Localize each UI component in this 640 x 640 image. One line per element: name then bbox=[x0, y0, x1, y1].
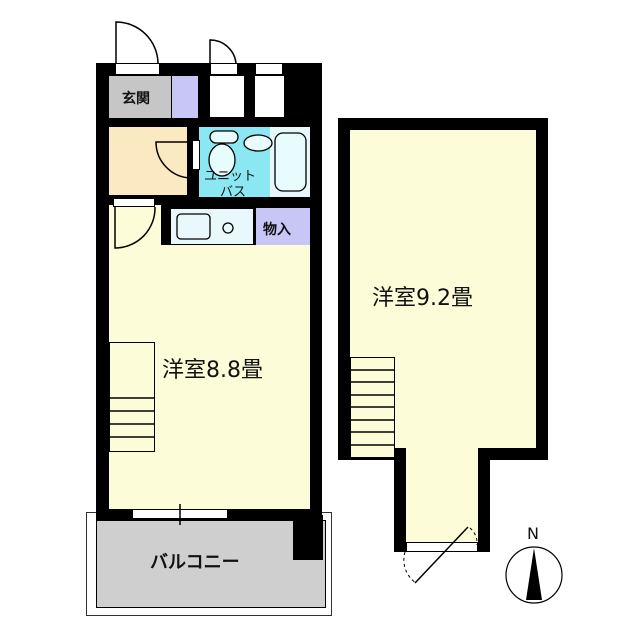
loft-window bbox=[406, 542, 478, 552]
loft-window-sash bbox=[414, 526, 469, 584]
hallway bbox=[109, 127, 187, 195]
storage bbox=[256, 208, 310, 245]
western-room-1-label: 洋室8.8畳 bbox=[162, 358, 263, 383]
bathtub-icon bbox=[274, 132, 307, 192]
bath-door-arc-icon bbox=[155, 141, 192, 179]
appliance-space-2 bbox=[255, 76, 284, 117]
hall-door-arc-icon bbox=[114, 206, 156, 249]
balcony bbox=[96, 520, 326, 608]
genkan-label: 玄関 bbox=[122, 91, 150, 107]
door-jamb-2 bbox=[210, 63, 238, 75]
north-compass-icon bbox=[505, 546, 563, 604]
unit-bath-label-line2: バス bbox=[220, 185, 247, 200]
ladder-rungs-2 bbox=[350, 369, 395, 446]
door-jamb-hall bbox=[113, 198, 155, 207]
ladder-rungs-1 bbox=[109, 397, 155, 438]
kitchen-sink-icon bbox=[176, 213, 211, 240]
unit-bath-label-line1: ユニット bbox=[204, 169, 257, 184]
stove-burner-icon bbox=[222, 222, 234, 234]
bath-door-jamb bbox=[192, 140, 200, 170]
shoe-box bbox=[172, 76, 198, 118]
storage-label: 物入 bbox=[263, 222, 291, 238]
toilet-tank-icon bbox=[209, 130, 239, 144]
western-room-2-label: 洋室9.2畳 bbox=[372, 286, 473, 311]
compass-north-label: N bbox=[527, 524, 539, 543]
western-room-2-alcove bbox=[406, 440, 478, 543]
door-arc-icon bbox=[209, 39, 237, 64]
appliance-space-1 bbox=[210, 76, 244, 117]
door-jamb-3 bbox=[255, 63, 283, 75]
toilet-bowl-icon bbox=[208, 143, 236, 177]
balcony-wall-block bbox=[293, 515, 323, 560]
entrance-door-arc-icon bbox=[115, 21, 159, 64]
genkan bbox=[109, 76, 171, 118]
washbasin-icon bbox=[243, 134, 273, 152]
balcony-label: バルコニー bbox=[150, 552, 240, 573]
loft-ladder-1 bbox=[109, 342, 155, 452]
entrance-door-jamb bbox=[115, 63, 160, 75]
